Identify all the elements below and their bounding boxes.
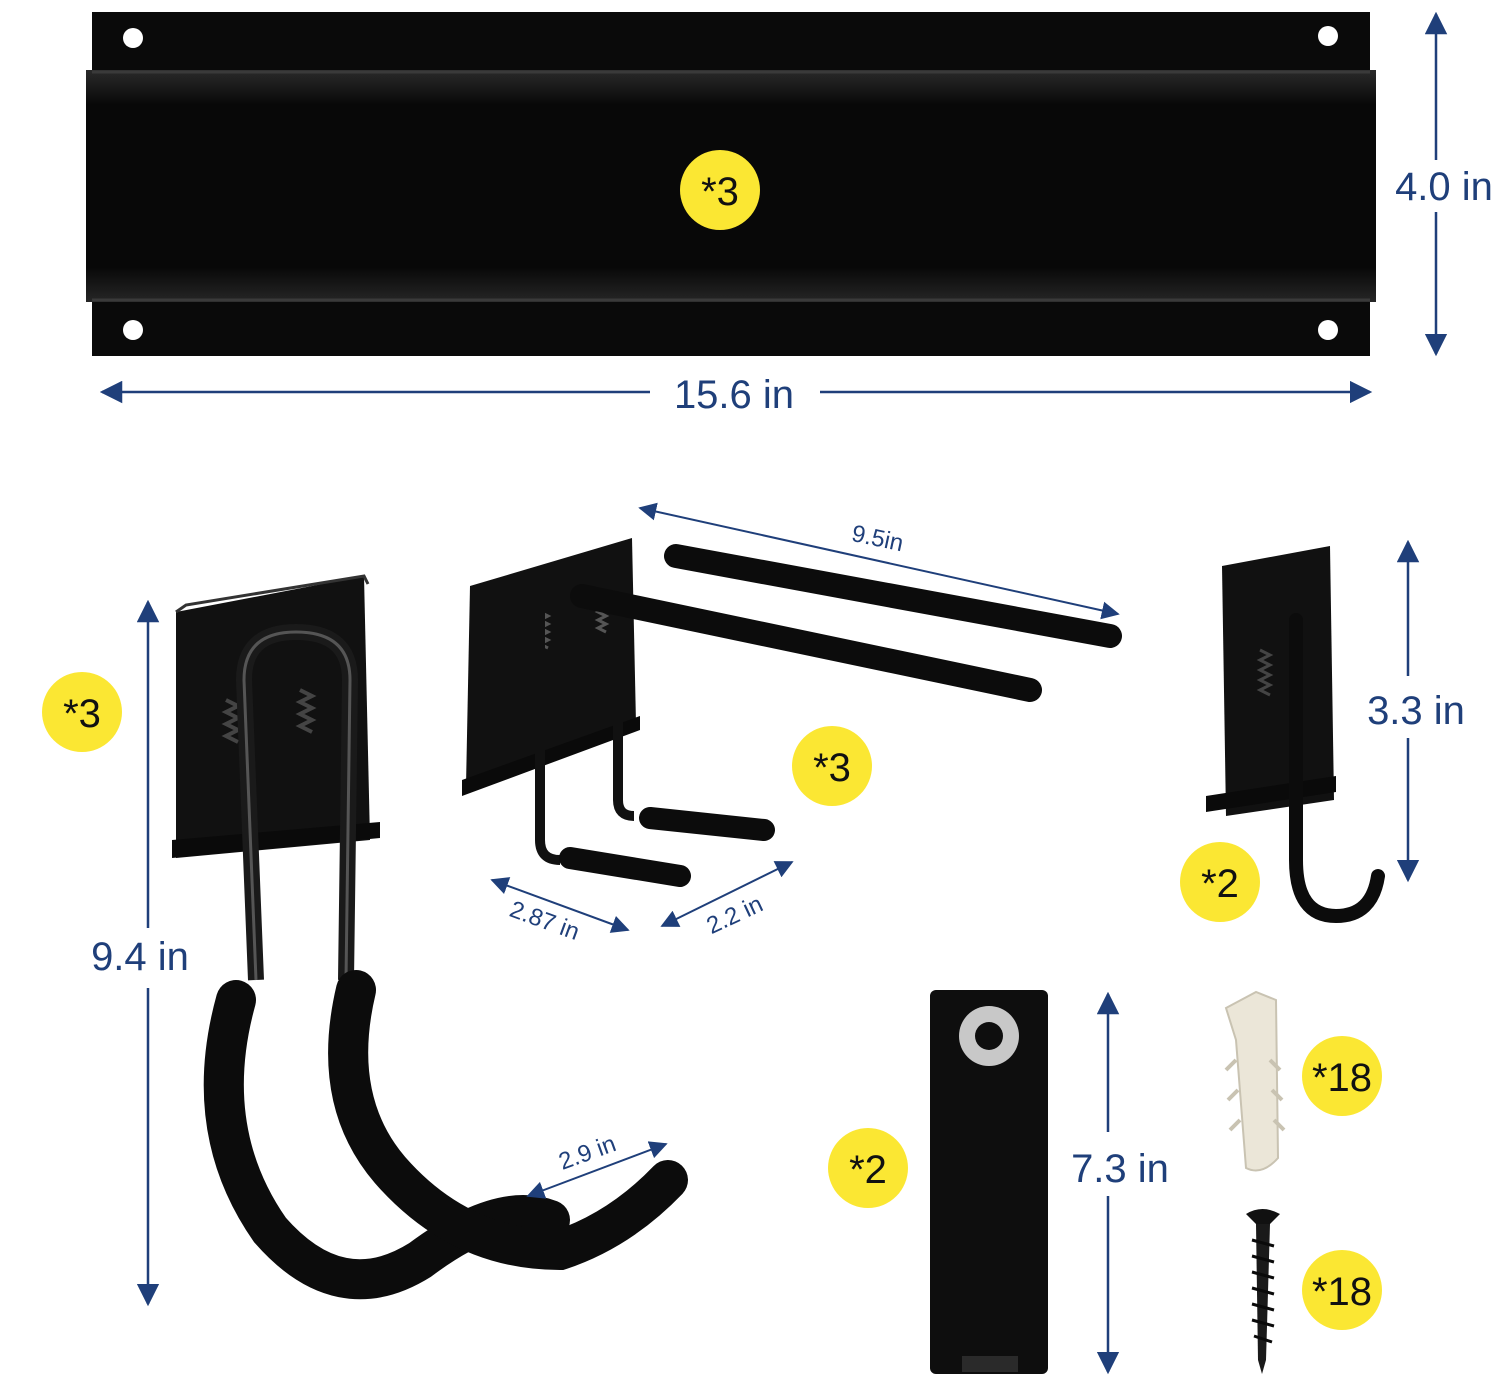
large-hook-quantity-badge: *3 — [42, 672, 122, 752]
double-tool-hook — [462, 538, 1122, 887]
large-hook-opening-arrow — [526, 1141, 668, 1199]
mounting-hole — [123, 28, 143, 48]
mounting-hole — [1318, 26, 1338, 46]
anchor-quantity-badge: *18 — [1302, 1036, 1382, 1116]
mounting-screw — [1246, 1209, 1280, 1374]
hook-and-loop-strap — [930, 990, 1048, 1374]
strap-length-label: 7.3 in — [1071, 1147, 1169, 1191]
double-hook-spacing-label: 2.2 in — [703, 891, 768, 940]
large-hook-quantity: *3 — [63, 692, 101, 736]
large-hook-opening-label: 2.9 in — [555, 1130, 619, 1175]
double-hook-depth-arrow — [490, 877, 630, 933]
rail-quantity: *3 — [701, 170, 739, 214]
anchor-quantity: *18 — [1312, 1056, 1372, 1100]
mounting-hole — [1318, 320, 1338, 340]
j-hook-height-label: 3.3 in — [1367, 689, 1465, 733]
double-hook-spacing-arrow — [660, 861, 794, 927]
strap-quantity-badge: *2 — [828, 1128, 908, 1208]
mounting-hole — [123, 320, 143, 340]
large-bike-hook — [172, 574, 688, 1300]
double-hook-quantity: *3 — [813, 746, 851, 790]
rail-width-label: 15.6 in — [674, 373, 794, 417]
double-hook-depth-label: 2.87 in — [506, 896, 583, 946]
screw-quantity: *18 — [1312, 1270, 1372, 1314]
double-hook-quantity-badge: *3 — [792, 726, 872, 806]
j-hook-quantity-badge: *2 — [1180, 842, 1260, 922]
large-hook-height-label: 9.4 in — [91, 935, 189, 979]
double-hook-length-label: 9.5in — [849, 520, 906, 557]
screw-quantity-badge: *18 — [1302, 1250, 1382, 1330]
rail-quantity-badge: *3 — [680, 150, 760, 230]
j-hook-quantity: *2 — [1201, 862, 1239, 906]
rail-height-label: 4.0 in — [1395, 165, 1493, 209]
strap-quantity: *2 — [849, 1148, 887, 1192]
double-hook-length-arrow — [638, 502, 1120, 620]
wall-anchor — [1224, 990, 1286, 1172]
utility-j-hook — [1206, 546, 1385, 924]
